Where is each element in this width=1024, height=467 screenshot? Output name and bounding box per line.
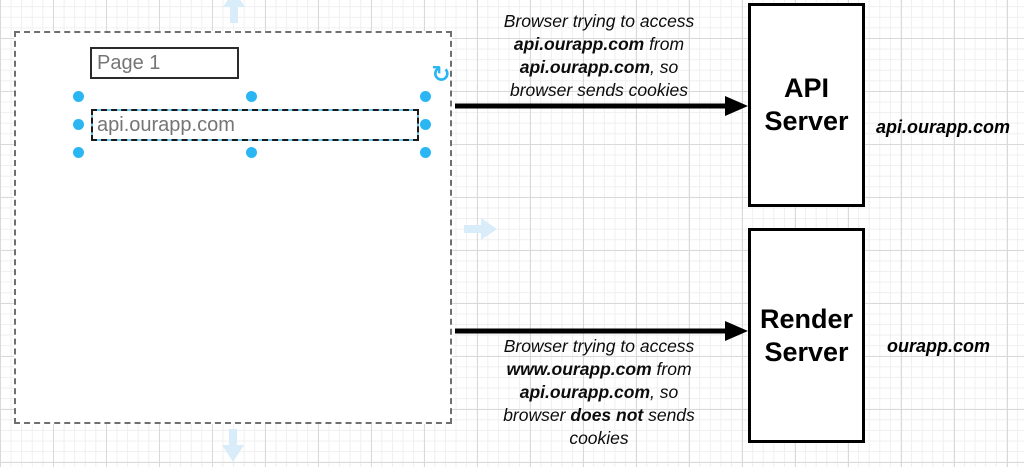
url-field-text: api.ourapp.com: [97, 114, 235, 136]
api-server-box[interactable]: API Server: [748, 3, 865, 207]
selection-handle-middle-left[interactable]: [73, 119, 84, 130]
server-name-line: Server: [764, 106, 849, 136]
render-server-domain-label: ourapp.com: [887, 336, 991, 356]
selection-handle-bottom-left[interactable]: [73, 147, 84, 158]
annotation-cookies-not-sent: Browser trying to access www.ourapp.com …: [474, 335, 724, 450]
arrow-to-render-server[interactable]: [455, 319, 750, 343]
guide-arrow-up-icon[interactable]: [221, 0, 247, 24]
selection-handle-top-left[interactable]: [73, 91, 84, 102]
annotation-cookies-sent: Browser trying to access api.ourapp.com …: [474, 10, 724, 102]
server-name-line: Render: [759, 303, 854, 334]
browser-tab-label: Page 1: [97, 52, 161, 74]
guide-arrow-right-icon[interactable]: [464, 217, 498, 241]
annotation-line: browser does not sends: [503, 405, 695, 425]
annotation-line: cookies: [569, 428, 629, 448]
annotation-line: Browser trying to access: [503, 336, 695, 356]
annotation-line: api.ourapp.com, so: [519, 57, 679, 77]
guide-arrow-down-icon[interactable]: [220, 429, 246, 463]
annotation-line: Browser trying to access: [503, 11, 695, 31]
url-field[interactable]: api.ourapp.com: [91, 109, 419, 141]
server-name-line: Server: [764, 336, 849, 367]
selection-handle-bottom-right[interactable]: [420, 147, 431, 158]
browser-window-frame[interactable]: [14, 31, 452, 424]
selection-handle-bottom-center[interactable]: [246, 147, 257, 158]
render-server-name: Render Server: [760, 303, 853, 369]
server-name-line: API: [783, 73, 829, 103]
render-server-box[interactable]: Render Server: [748, 228, 865, 443]
annotation-line: browser sends cookies: [510, 80, 688, 100]
api-server-name: API Server: [764, 72, 848, 138]
api-server-domain-label: api.ourapp.com: [876, 117, 1011, 137]
annotation-line: api.ourapp.com from: [513, 34, 685, 54]
annotation-line: www.ourapp.com from: [506, 359, 692, 379]
rotate-icon[interactable]: ↻: [431, 62, 451, 88]
selection-handle-top-right[interactable]: [420, 91, 431, 102]
selection-handle-top-center[interactable]: [246, 91, 257, 102]
browser-tab-box[interactable]: Page 1: [90, 47, 239, 79]
annotation-line: api.ourapp.com, so: [519, 382, 679, 402]
selection-handle-middle-right[interactable]: [420, 119, 431, 130]
arrow-to-api-server[interactable]: [455, 94, 750, 118]
